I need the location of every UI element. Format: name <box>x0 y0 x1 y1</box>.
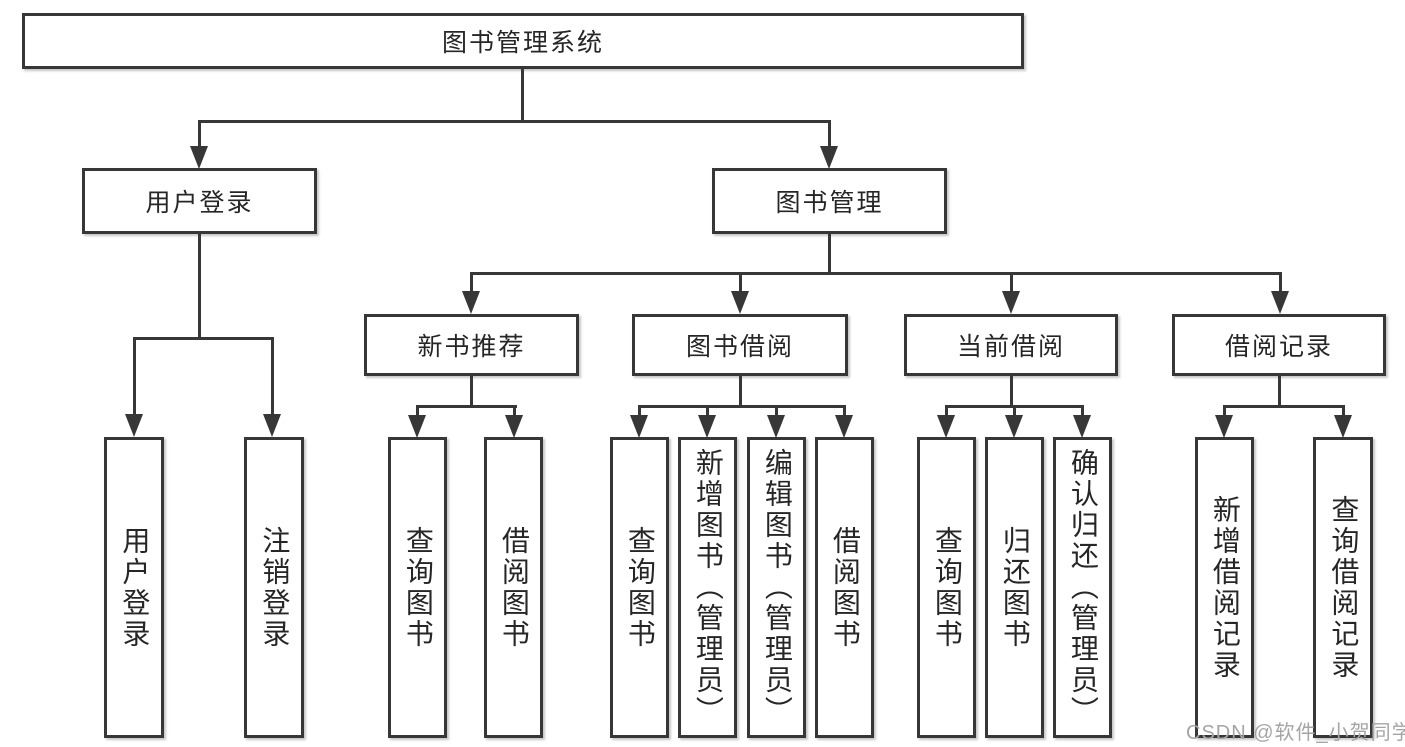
arrow-shaft-edit-book-admin <box>775 405 778 416</box>
leaf-query-books-borrow: 查询图书 <box>610 437 669 738</box>
connector-recommend-bar <box>416 405 517 408</box>
connector-user-login-bar <box>133 337 274 340</box>
arrow-shaft-borrow-books <box>843 405 846 416</box>
arrow-head-book-management <box>820 146 838 169</box>
connector-book-management-bar <box>470 272 1281 275</box>
arrow-head-borrow-books <box>835 415 853 438</box>
node-book-management: 图书管理 <box>712 168 947 234</box>
leaf-logout: 注销登录 <box>244 437 304 738</box>
arrow-head-confirm-return-admin <box>1073 415 1091 438</box>
arrow-shaft-book-management <box>828 120 831 146</box>
arrow-head-return-book <box>1005 415 1023 438</box>
connector-user-login-stub <box>198 234 201 339</box>
arrow-head-borrow-books-recommend <box>505 415 523 438</box>
arrow-shaft-query-books-current <box>945 405 948 416</box>
leaf-borrow-books-recommend: 借阅图书 <box>484 437 543 738</box>
arrow-shaft-confirm-return-admin <box>1081 405 1084 416</box>
arrow-shaft-book-borrow <box>739 272 742 292</box>
leaf-query-books-current: 查询图书 <box>917 437 976 738</box>
leaf-edit-book-admin: 编辑图书（管理员） <box>747 437 806 738</box>
leaf-borrow-books: 借阅图书 <box>815 437 874 738</box>
connector-borrow-stub <box>739 376 742 407</box>
arrow-shaft-leaf-user-login <box>133 337 136 415</box>
arrow-head-leaf-logout <box>263 414 281 437</box>
connector-book-management-stub <box>828 234 831 274</box>
connector-record-bar <box>1223 405 1344 408</box>
arrow-shaft-current-borrow <box>1010 272 1013 292</box>
arrow-head-book-borrow <box>731 291 749 314</box>
node-book-borrow: 图书借阅 <box>632 314 848 376</box>
node-borrow-record: 借阅记录 <box>1172 314 1386 376</box>
arrow-shaft-query-books-recommend <box>416 405 419 416</box>
arrow-head-query-books-current <box>937 415 955 438</box>
arrow-shaft-query-books-borrow <box>638 405 641 416</box>
connector-root-bar <box>198 120 831 123</box>
arrow-head-current-borrow <box>1002 291 1020 314</box>
arrow-head-query-books-borrow <box>630 415 648 438</box>
node-user-login: 用户登录 <box>82 168 317 234</box>
arrow-head-leaf-user-login <box>125 414 143 437</box>
arrow-head-new-book-recommend <box>462 291 480 314</box>
arrow-shaft-leaf-logout <box>271 337 274 415</box>
arrow-head-user-login <box>190 146 208 169</box>
connector-recommend-stub <box>470 376 473 407</box>
node-new-book-recommend: 新书推荐 <box>364 314 579 376</box>
leaf-add-borrow-record: 新增借阅记录 <box>1195 437 1254 738</box>
arrow-head-query-borrow-record <box>1334 415 1352 438</box>
leaf-add-book-admin: 新增图书（管理员） <box>678 437 737 738</box>
connector-record-stub <box>1278 376 1281 407</box>
leaf-query-borrow-record: 查询借阅记录 <box>1313 437 1373 738</box>
arrow-shaft-query-borrow-record <box>1342 405 1345 416</box>
arrow-head-edit-book-admin <box>767 415 785 438</box>
node-root-library-system: 图书管理系统 <box>22 13 1024 69</box>
arrow-head-borrow-record <box>1271 291 1289 314</box>
node-current-borrow: 当前借阅 <box>904 314 1118 376</box>
leaf-query-books-recommend: 查询图书 <box>388 437 447 738</box>
arrow-shaft-borrow-books-recommend <box>513 405 516 416</box>
leaf-confirm-return-admin: 确认归还（管理员） <box>1053 437 1112 738</box>
csdn-watermark: CSDN @软件_小贺同学 <box>1186 722 1405 744</box>
arrow-head-add-borrow-record <box>1215 415 1233 438</box>
arrow-shaft-add-book-admin <box>706 405 709 416</box>
leaf-user-login: 用户登录 <box>104 437 164 738</box>
leaf-return-book: 归还图书 <box>985 437 1044 738</box>
connector-current-stub <box>1010 376 1013 407</box>
connector-borrow-bar <box>638 405 846 408</box>
arrow-head-add-book-admin <box>698 415 716 438</box>
connector-root-stub <box>521 69 524 120</box>
arrow-shaft-user-login <box>198 120 201 146</box>
arrow-head-query-books-recommend <box>408 415 426 438</box>
arrow-shaft-return-book <box>1013 405 1016 416</box>
arrow-shaft-borrow-record <box>1279 272 1282 292</box>
arrow-shaft-new-book-recommend <box>470 272 473 292</box>
arrow-shaft-add-borrow-record <box>1223 405 1226 416</box>
